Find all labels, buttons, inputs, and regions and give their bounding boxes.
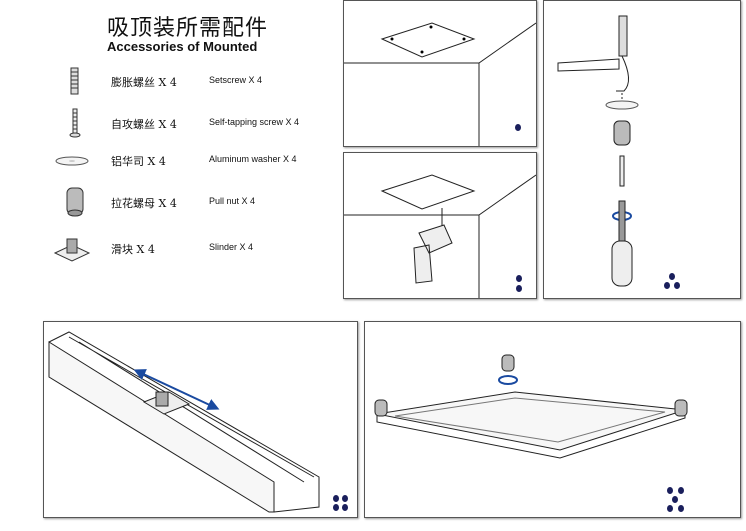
drill-illustration <box>344 174 536 298</box>
part-label-en: Aluminum washer X 4 <box>209 154 297 164</box>
panel-mount-illustration <box>374 354 688 459</box>
ceiling-mark-illustration <box>344 22 536 146</box>
part-label-cn: 自攻螺丝 X 4 <box>111 118 177 131</box>
part-label-cn: 滑块 X 4 <box>111 243 155 256</box>
aluminum-washer-icon <box>55 156 89 166</box>
part-label-en: Pull nut X 4 <box>209 196 256 206</box>
part-self-tapping-screw: 自攻螺丝 X 4 Self-tapping screw X 4 <box>0 106 340 142</box>
step-2-panel <box>343 152 537 299</box>
title-english: Accessories of Mounted <box>107 39 258 54</box>
part-label-en: Setscrew X 4 <box>209 75 263 85</box>
setscrew-icon <box>70 67 79 95</box>
assembly-illustration <box>557 15 639 287</box>
part-label-en: Self-tapping screw X 4 <box>209 117 300 127</box>
self-tapping-screw-icon <box>69 108 81 138</box>
step-5-panel <box>364 321 741 518</box>
step-4-panel <box>43 321 358 518</box>
slider-frame-illustration <box>48 331 320 513</box>
part-label-cn: 拉花螺母 X 4 <box>111 197 177 210</box>
pull-nut-icon <box>66 187 84 217</box>
part-setscrew: 膨胀螺丝 X 4 Setscrew X 4 <box>0 64 340 100</box>
slider-icon <box>53 238 91 262</box>
part-label-cn: 膨胀螺丝 X 4 <box>111 76 177 89</box>
title-chinese: 吸顶装所需配件 <box>107 16 269 41</box>
part-pull-nut: 拉花螺母 X 4 Pull nut X 4 <box>0 185 340 221</box>
part-aluminum-washer: 铝华司 X 4 Aluminum washer X 4 <box>0 143 340 179</box>
step-3-panel <box>543 0 741 299</box>
step-1-panel <box>343 0 537 147</box>
part-slider: 滑块 X 4 Slinder X 4 <box>0 231 340 267</box>
part-label-cn: 铝华司 X 4 <box>111 155 166 168</box>
part-label-en: Slinder X 4 <box>209 242 254 252</box>
